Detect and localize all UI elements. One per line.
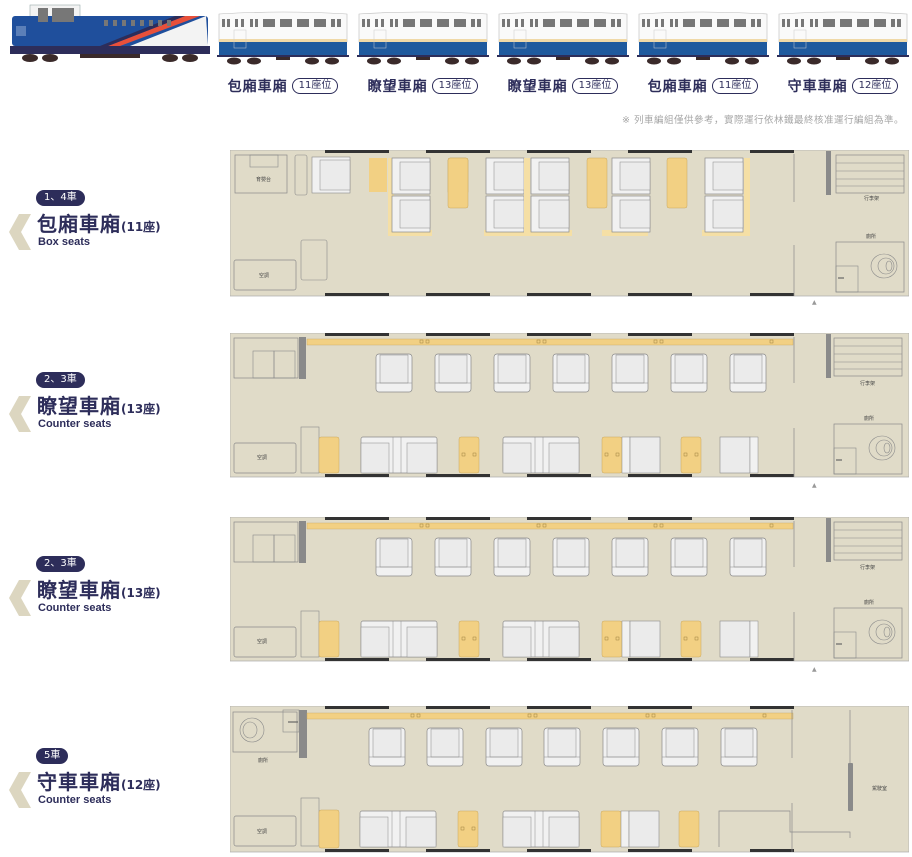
section-title: 包廂車廂(11座) bbox=[37, 208, 161, 237]
seat-count: (11座) bbox=[121, 220, 161, 234]
floor-plan-box-car: 育嬰台 空調 行李架 廁所 ▲ bbox=[230, 150, 909, 310]
train-consist-overview: 包廂車廂 11座位 瞭望車廂 13座位 瞭望車廂 13座位 包廂車廂 11座位 … bbox=[0, 0, 912, 100]
car-seats-badge: 13座位 bbox=[431, 78, 479, 94]
chevron-left-icon bbox=[9, 772, 31, 808]
car-name: 守車車廂 bbox=[787, 79, 848, 95]
locomotive-icon bbox=[10, 4, 210, 62]
chevron-left-icon bbox=[9, 580, 31, 616]
section-subtitle: Counter seats bbox=[38, 418, 112, 430]
seat-count: (13座) bbox=[121, 402, 161, 416]
section-header-counter-2: 2、3車 瞭望車廂(13座) Counter seats bbox=[0, 556, 225, 636]
floor-plan-counter-car-2: 空調 行李架 廁所 ▲ bbox=[230, 517, 909, 677]
section-subtitle: Box seats bbox=[38, 236, 90, 248]
car-seats-badge: 11座位 bbox=[711, 78, 759, 94]
svg-text:▲: ▲ bbox=[812, 482, 817, 489]
section-title-text: 包廂車廂 bbox=[37, 212, 121, 236]
car-name: 包廂車廂 bbox=[647, 79, 708, 95]
section-header-counter-1: 2、3車 瞭望車廂(13座) Counter seats bbox=[0, 372, 225, 452]
car-2-icon bbox=[356, 11, 490, 65]
car-3-icon bbox=[496, 11, 630, 65]
section-title-text: 瞭望車廂 bbox=[37, 578, 121, 602]
car-4-icon bbox=[636, 11, 770, 65]
ac-label: 空調 bbox=[257, 454, 267, 461]
car-number-badge: 1、4車 bbox=[36, 190, 85, 206]
luggage-rack-label: 行李架 bbox=[864, 195, 879, 202]
section-header-guard: 5車 守車車廂(12座) Counter seats bbox=[0, 748, 225, 828]
car-name: 瞭望車廂 bbox=[507, 79, 568, 95]
nursing-counter-label: 育嬰台 bbox=[256, 176, 271, 183]
ac-label: 空調 bbox=[257, 638, 267, 645]
ac-label: 空調 bbox=[259, 272, 269, 279]
section-title: 瞭望車廂(13座) bbox=[37, 574, 161, 603]
svg-text:▲: ▲ bbox=[812, 299, 817, 306]
drivers-cab-label: 駕駛室 bbox=[872, 785, 887, 792]
chevron-left-icon bbox=[9, 396, 31, 432]
section-subtitle: Counter seats bbox=[38, 602, 112, 614]
section-title-text: 守車車廂 bbox=[37, 770, 121, 794]
ac-label: 空調 bbox=[257, 828, 267, 835]
car-seats-badge: 11座位 bbox=[291, 78, 339, 94]
car-name: 瞭望車廂 bbox=[367, 79, 428, 95]
car-5-icon bbox=[776, 11, 910, 65]
luggage-rack-label: 行李架 bbox=[860, 564, 875, 571]
seat-count: (12座) bbox=[121, 778, 161, 792]
section-title-text: 瞭望車廂 bbox=[37, 394, 121, 418]
svg-text:▲: ▲ bbox=[812, 666, 817, 673]
car-label-5: 守車車廂 12座位 bbox=[773, 76, 912, 96]
toilet-label: 廁所 bbox=[864, 415, 874, 422]
floor-plan-guard-car: 廁所 空調 駕駛室 bbox=[230, 706, 909, 857]
car-1-icon bbox=[216, 11, 350, 65]
car-number-badge: 5車 bbox=[36, 748, 69, 764]
floor-plan-counter-car-1: 空調 行李架 廁所 ▲ bbox=[230, 333, 909, 493]
car-label-3: 瞭望車廂 13座位 bbox=[493, 76, 633, 96]
car-name: 包廂車廂 bbox=[227, 79, 288, 95]
luggage-rack-label: 行李架 bbox=[860, 380, 875, 387]
chevron-left-icon bbox=[9, 214, 31, 250]
car-number-badge: 2、3車 bbox=[36, 556, 85, 572]
car-number-badge: 2、3車 bbox=[36, 372, 85, 388]
car-seats-badge: 12座位 bbox=[851, 78, 899, 94]
car-label-1: 包廂車廂 11座位 bbox=[213, 76, 353, 96]
car-seats-badge: 13座位 bbox=[571, 78, 619, 94]
toilet-label: 廁所 bbox=[866, 233, 876, 240]
footnote: ※ 列車編組僅供參考，實際運行依林鐵最終核准運行編組為準。 bbox=[622, 115, 904, 126]
toilet-label: 廁所 bbox=[258, 757, 268, 764]
section-title: 瞭望車廂(13座) bbox=[37, 390, 161, 419]
section-title: 守車車廂(12座) bbox=[37, 766, 161, 795]
section-header-box: 1、4車 包廂車廂(11座) Box seats bbox=[0, 190, 225, 270]
car-label-2: 瞭望車廂 13座位 bbox=[353, 76, 493, 96]
section-subtitle: Counter seats bbox=[38, 794, 112, 806]
toilet-label: 廁所 bbox=[864, 599, 874, 606]
seat-count: (13座) bbox=[121, 586, 161, 600]
car-label-4: 包廂車廂 11座位 bbox=[633, 76, 773, 96]
